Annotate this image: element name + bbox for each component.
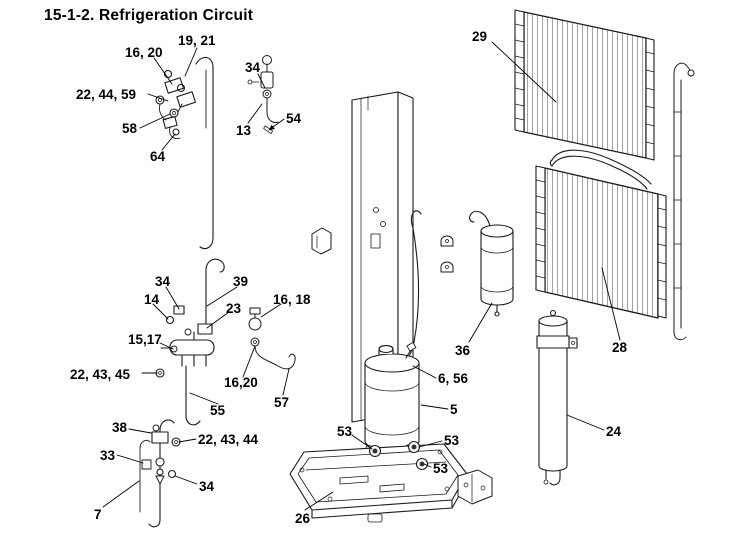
coil-panel-bottom bbox=[535, 149, 667, 319]
coil-panel-top bbox=[514, 9, 655, 161]
callout-15-17: 15,17 bbox=[128, 332, 162, 347]
callout-57: 57 bbox=[274, 395, 290, 410]
callout-16-20-b: 16,20 bbox=[224, 375, 258, 390]
callout-53-c: 53 bbox=[433, 461, 449, 476]
callout-53-b: 53 bbox=[444, 433, 460, 448]
small-valve-with-pipe bbox=[248, 307, 296, 370]
page-title: 15-1-2. Refrigeration Circuit bbox=[44, 7, 254, 24]
callout-58: 58 bbox=[122, 121, 138, 136]
callout-13: 13 bbox=[236, 123, 252, 138]
callout-28: 28 bbox=[612, 340, 628, 355]
mounting-brackets bbox=[311, 227, 454, 273]
leader-lines bbox=[102, 41, 621, 511]
callout-22-44-59: 22, 44, 59 bbox=[76, 87, 137, 102]
small-valve-part bbox=[247, 55, 279, 134]
callout-22-43-44: 22, 43, 44 bbox=[198, 432, 259, 447]
callout-5: 5 bbox=[450, 402, 458, 417]
callout-14: 14 bbox=[144, 292, 160, 307]
callout-26: 26 bbox=[295, 511, 311, 526]
callout-34-b: 34 bbox=[155, 274, 171, 289]
valve-assembly-upper-left bbox=[155, 56, 214, 250]
callout-7: 7 bbox=[94, 507, 102, 522]
corner-bracket bbox=[457, 469, 493, 505]
callout-22-43-45: 22, 43, 45 bbox=[70, 367, 131, 382]
callout-24: 24 bbox=[606, 424, 622, 439]
callout-33: 33 bbox=[100, 448, 116, 463]
callout-55: 55 bbox=[210, 403, 226, 418]
callout-19-21: 19, 21 bbox=[178, 33, 216, 48]
muffler-cylinder bbox=[536, 309, 578, 486]
callout-53-a: 53 bbox=[337, 424, 353, 439]
callout-29: 29 bbox=[472, 29, 488, 44]
callout-6-56: 6, 56 bbox=[438, 371, 469, 386]
callout-39: 39 bbox=[233, 274, 249, 289]
callout-36: 36 bbox=[455, 343, 471, 358]
rubber-grommets bbox=[368, 440, 429, 471]
callout-16-18: 16, 18 bbox=[273, 292, 311, 307]
side-pipe-harness bbox=[673, 62, 695, 341]
callout-23: 23 bbox=[226, 301, 242, 316]
callout-16-20-a: 16, 20 bbox=[125, 45, 163, 60]
callout-34-a: 34 bbox=[245, 60, 261, 75]
accumulator-tank bbox=[469, 210, 514, 317]
valve-assembly-mid-left bbox=[155, 258, 225, 426]
callout-34-c: 34 bbox=[199, 479, 215, 494]
valve-assembly-bottom-left bbox=[139, 419, 181, 528]
compressor bbox=[364, 341, 420, 458]
callout-38: 38 bbox=[112, 420, 128, 435]
callout-54: 54 bbox=[286, 111, 302, 126]
callout-64: 64 bbox=[150, 149, 166, 164]
